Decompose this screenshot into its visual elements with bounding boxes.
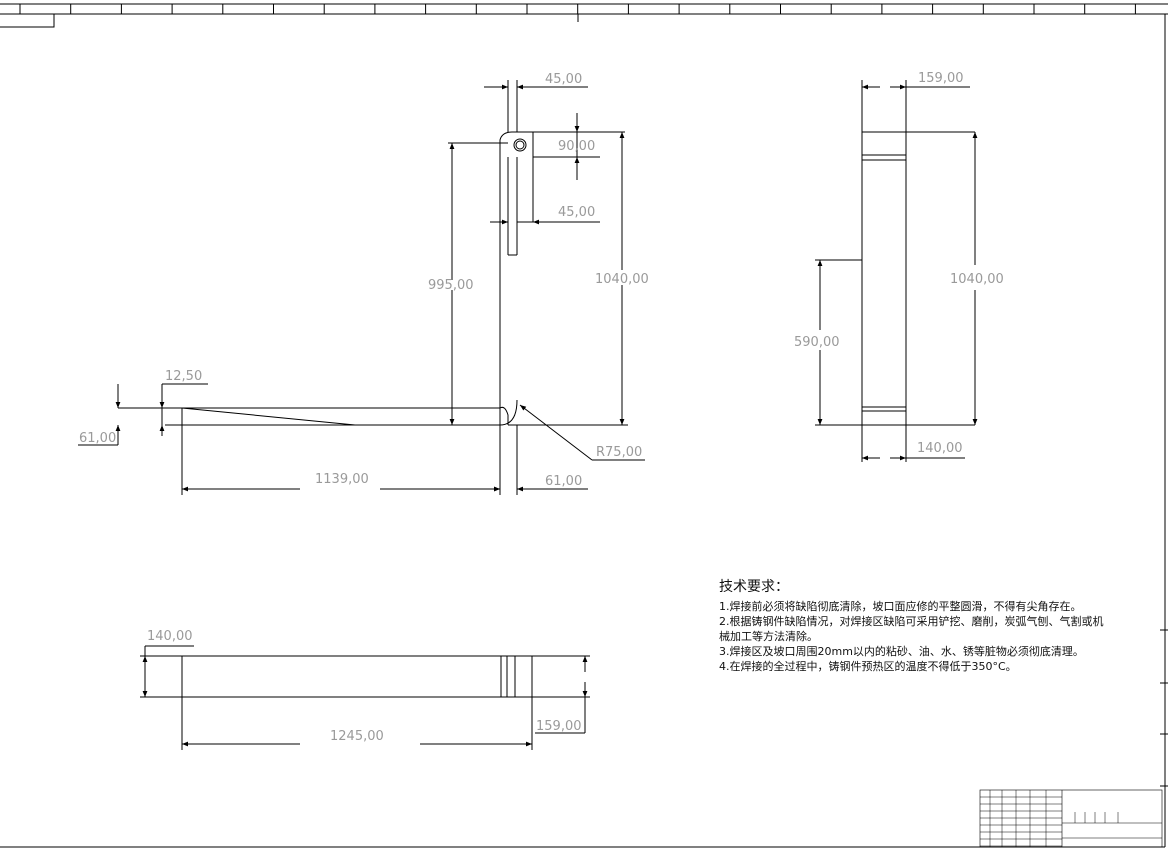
- dim-12-5: 12,50: [165, 369, 202, 384]
- dim-1040-side: 1040,00: [950, 272, 1004, 287]
- tech-requirement-1: 1.焊接前必须将缺陷彻底清除，坡口面应修的平整圆滑，不得有尖角存在。: [719, 600, 1082, 613]
- dim-45-top: 45,00: [545, 72, 582, 87]
- title-block: [979, 789, 1163, 848]
- dim-140-plan: 140,00: [147, 629, 193, 644]
- plan-view-dimensions: [142, 645, 588, 747]
- tech-requirement-3: 3.焊接区及坡口周围20mm以内的粘砂、油、水、锈等脏物必须彻底清理。: [719, 645, 1084, 658]
- side-view: [815, 80, 975, 462]
- dim-159-plan: 159,00: [536, 719, 582, 734]
- dim-995: 995,00: [428, 278, 474, 293]
- drawing-frame: [0, 3, 1168, 848]
- front-view: [165, 80, 625, 495]
- front-view-dimensions: [78, 84, 645, 492]
- dim-1245: 1245,00: [330, 729, 384, 744]
- dim-61-bottom: 61,00: [545, 474, 582, 489]
- dim-r75: R75,00: [596, 445, 642, 460]
- dim-1040-front: 1040,00: [595, 272, 649, 287]
- plan-view: [140, 655, 590, 750]
- dim-45-mid: 45,00: [558, 205, 595, 220]
- side-view-dimensions: [817, 84, 978, 461]
- tech-requirements-title: 技术要求：: [719, 579, 789, 595]
- dim-1139: 1139,00: [315, 472, 369, 487]
- tech-requirement-2: 2.根据铸钢件缺陷情况，对焊接区缺陷可采用铲挖、磨削，炭弧气刨、气割或机械加工等…: [719, 615, 1104, 643]
- dim-90: 90,00: [558, 139, 595, 154]
- title-block-grid: [980, 790, 1119, 847]
- dim-159-side: 159,00: [918, 71, 964, 86]
- tech-requirement-4: 4.在焊接的全过程中，铸钢件预热区的温度不得低于350°C。: [719, 660, 1017, 673]
- dimension-labels: 45,00 90,00 45,00 995,00 1040,00 12,50 6…: [79, 71, 1004, 744]
- dim-140-side: 140,00: [917, 441, 963, 456]
- frame-ruler-ticks: [19, 4, 1136, 14]
- dim-590: 590,00: [794, 335, 840, 350]
- technical-requirements: 技术要求： 1.焊接前必须将缺陷彻底清除，坡口面应修的平整圆滑，不得有尖角存在。…: [719, 576, 1119, 674]
- dim-61-left: 61,00: [79, 431, 116, 446]
